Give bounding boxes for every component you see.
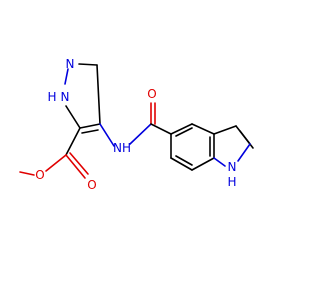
bond-c5-ester-c xyxy=(65,127,81,156)
bond-ester-c-ether-o xyxy=(45,154,67,172)
bond-ester-carbonyl-double xyxy=(69,152,89,175)
molecule-structure-diagram: N N H NH O O O N H xyxy=(19,57,254,192)
bond-p2-p3-double xyxy=(239,130,254,149)
bond-c4-c5 xyxy=(79,123,101,129)
atom-label-n-indole: N xyxy=(228,160,237,174)
atom-label-n-pyrazole-top: N xyxy=(66,57,75,71)
bond-b1-b2 xyxy=(170,123,193,135)
bond-b5-b6-double xyxy=(175,155,193,166)
bond-n1-n2 xyxy=(64,68,69,85)
bond-p1-p2 xyxy=(213,125,237,135)
bond-b5-b6 xyxy=(170,157,193,171)
bond-nh-carbonyl-c xyxy=(129,123,152,145)
bond-n1-c-top xyxy=(78,63,98,66)
bond-c5-c5-double xyxy=(81,129,99,134)
amide-linker xyxy=(99,102,172,147)
bond-b2-b3 xyxy=(191,123,215,135)
atom-label-h-indole: H xyxy=(227,175,236,189)
indole-benzene-ring xyxy=(170,123,215,171)
atom-label-n-pyrazole-nh: N xyxy=(61,90,70,104)
bond-b1-b2-double xyxy=(175,127,193,137)
bond-c4-nh xyxy=(99,123,115,147)
atom-label-o-ester-ether: O xyxy=(35,168,44,182)
atom-label-h-pyrazole: H xyxy=(47,90,56,104)
bond-indole-n-b4 xyxy=(213,157,226,167)
pyrazole-ring xyxy=(64,63,101,134)
atom-label-o-ester-carbonyl: O xyxy=(87,178,96,192)
bond-carbonyl-c-indole xyxy=(150,123,172,135)
bond-ether-o-methyl xyxy=(19,171,35,176)
atom-label-nh-amide: NH xyxy=(113,141,131,155)
bond-c-top-c4 xyxy=(96,64,101,125)
bond-ester-c-carbonyl-o xyxy=(65,154,86,179)
atom-label-o-amide: O xyxy=(147,87,156,101)
methyl-ester-group xyxy=(19,127,89,179)
indole-pyrrole-ring xyxy=(213,125,254,167)
bond-p3-indole-n xyxy=(237,143,251,162)
bond-c5-n2 xyxy=(65,105,81,129)
bond-b4-b5 xyxy=(191,157,215,171)
